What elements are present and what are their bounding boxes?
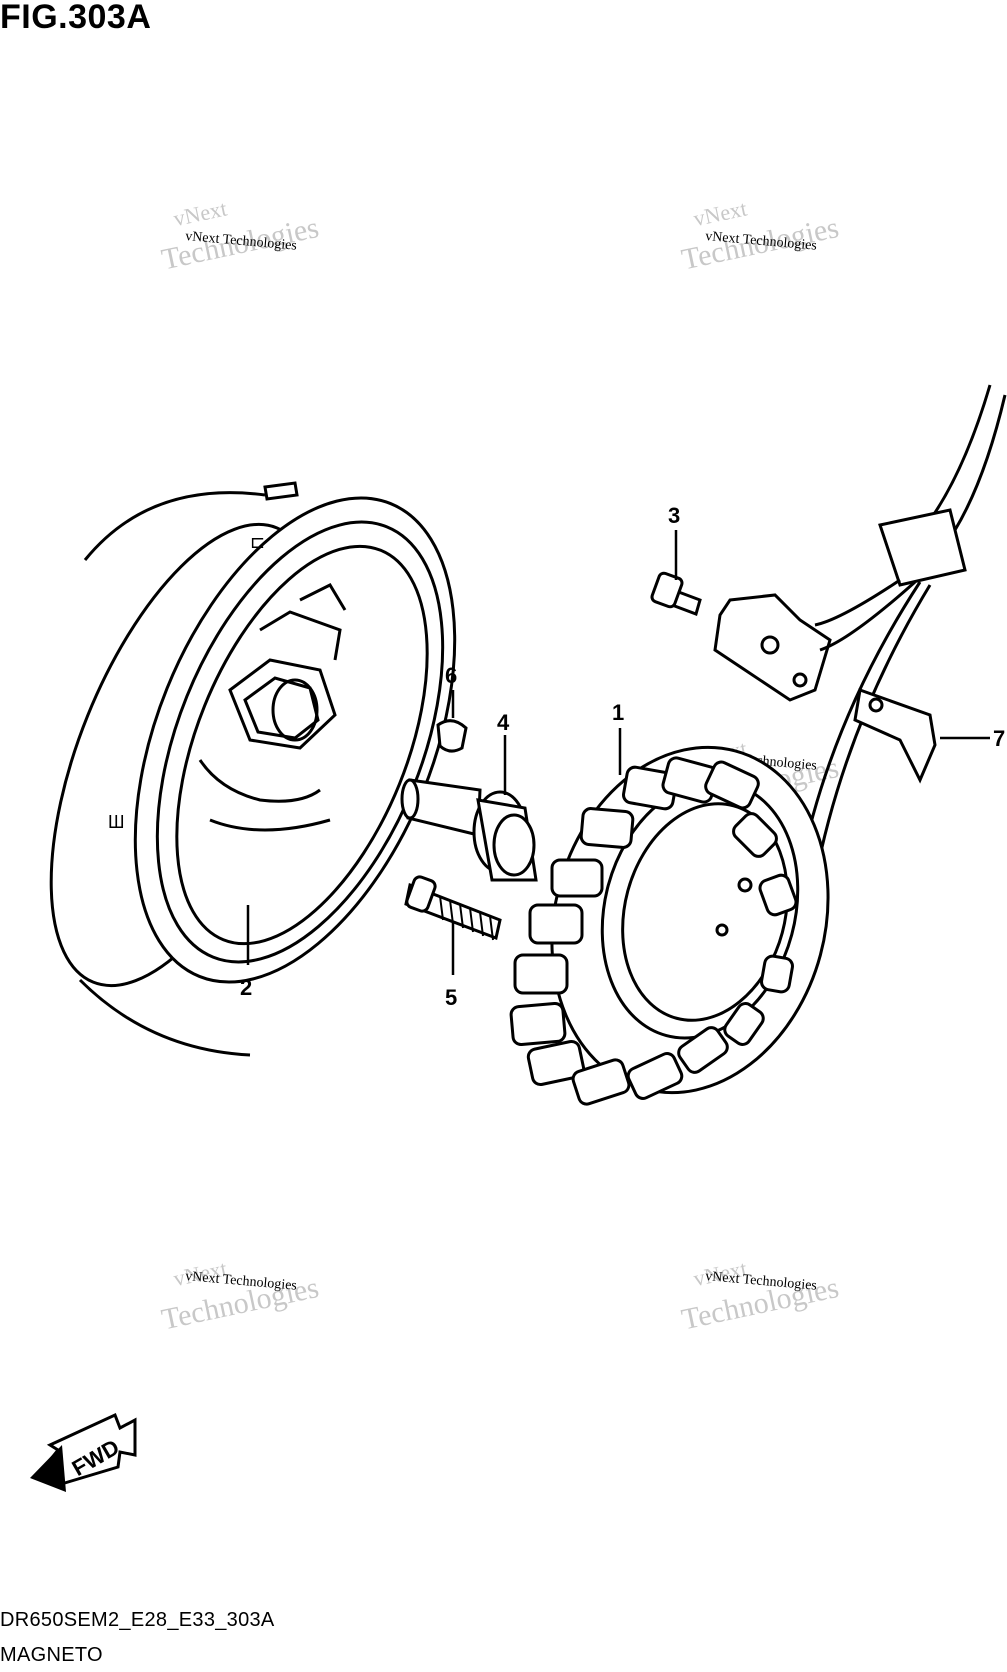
svg-text:Ш: Ш <box>108 812 125 832</box>
watermark-top-right: vNext Technologies <box>679 196 842 277</box>
stator <box>509 745 830 1106</box>
wire-clamp <box>853 687 937 784</box>
fwd-arrow: FWD <box>30 1412 137 1492</box>
diagram-name: MAGNETO <box>0 1644 103 1666</box>
leader-lines <box>246 530 990 975</box>
callout-3: 3 <box>668 503 680 528</box>
watermark-top-left: vNext Technologies <box>159 196 322 277</box>
svg-text:⊏: ⊏ <box>250 532 265 552</box>
callout-7: 7 <box>993 726 1005 751</box>
woodruff-key <box>436 719 468 753</box>
flywheel-rotor: ⊏ Ш <box>49 481 457 1057</box>
callout-5: 5 <box>445 985 457 1010</box>
diagram-code: DR650SEM2_E28_E33_303A <box>0 1609 275 1631</box>
watermark-text: vNext <box>691 196 749 232</box>
callout-4: 4 <box>497 710 510 735</box>
rotor-bolt <box>400 778 538 882</box>
callout-2: 2 <box>240 975 252 1000</box>
watermark-text: vNext <box>171 196 229 232</box>
pickup-screw <box>650 571 702 616</box>
stator-screw <box>404 875 502 941</box>
callout-6: 6 <box>445 663 457 688</box>
figure-title: FIG.303A <box>0 0 152 36</box>
pickup-coil <box>713 593 832 702</box>
callout-1: 1 <box>612 700 624 725</box>
